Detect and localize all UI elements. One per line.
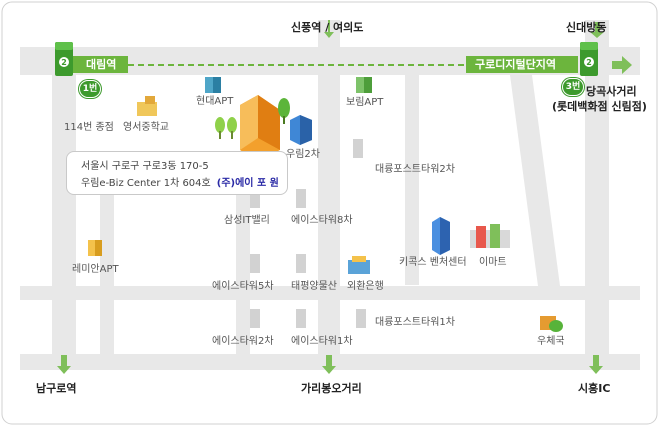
ace2-building-icon [250,309,260,328]
guro-station-icon: 2 [580,42,598,76]
arrow-up-east-icon [590,22,604,38]
sinpung-label: 신풍역 / 여의도 [291,21,364,34]
road-west [52,47,76,370]
company-name: (주)에이 포 원 [216,178,279,189]
emart-label: 이마트 [479,257,507,268]
taepyung-label: 태평양물산 [291,281,337,292]
ace8-label: 에이스타워8차 [291,215,353,226]
daerim-station-bar [70,56,128,73]
ace1-label: 에이스타워1차 [291,336,353,347]
svg-text:2: 2 [61,58,67,67]
ace8-building-icon [296,189,306,208]
daerim-station-label: 대림역 [86,58,117,71]
road-mid-low [20,286,640,300]
borim-apt-icon [356,77,372,93]
daerim-station-icon: 2 [55,42,73,76]
building-line: 우림e-Biz Center 1차 604호 (주)에이 포 원 [81,174,279,189]
arrow-down-east-icon [589,355,603,374]
bank-icon [348,256,370,274]
sindaebang-label: 신대방동 [566,21,607,34]
road-diagonal [510,75,560,286]
borim-apt-label: 보림APT [346,97,384,108]
arrow-up-center-icon [324,20,334,38]
svg-text:2: 2 [586,58,592,67]
gray-buildings [250,139,366,328]
road-east [585,20,609,370]
ace2-label: 에이스타워2차 [212,336,274,347]
kicox-building-icon [432,217,450,255]
garibong-label: 가리봉오거리 [301,382,362,395]
guro-digital-station-label: 구로디지털단지역 [475,58,556,71]
guro-exit-badge: 3번 [562,78,584,96]
taepyung-building-icon [296,254,306,273]
arrow-down-west-icon [57,355,71,374]
road-inner-center [236,160,250,358]
daeryung1-building-icon [356,309,366,328]
post-office-label: 우체국 [537,336,565,347]
ace1-building-icon [296,309,306,328]
daeryung1-label: 대륭포스트타워1차 [375,317,455,328]
road-center [318,20,340,370]
woorim2-building-icon [290,115,312,145]
samsung-it-building-icon [250,189,260,208]
lotte-label: (롯데백화점 신림점) [552,100,647,113]
woorim2-label: 우림2차 [286,149,320,160]
road-inner-west [100,160,114,358]
oehwan-bank-label: 외환은행 [347,281,384,292]
remian-apt-label: 레미안APT [72,264,119,275]
guro-station-bar [466,56,578,73]
direction-arrows [57,20,632,374]
kicox-label: 키콕스 벤처센터 [399,257,467,268]
youngseo-school-label: 영서중학교 [123,122,169,133]
remian-apt-icon [88,240,102,256]
jeomjeom-114-label: 114번 종점 [64,122,114,133]
post-office-icon [540,316,563,332]
emart-building-icon [470,224,510,248]
hyundai-apt-icon [205,77,221,93]
building-name: 우림e-Biz Center 1차 604호 [81,178,211,189]
address-line: 서울시 구로구 구로3동 170-5 [81,161,209,172]
namguro-label: 남구로역 [36,382,77,395]
danggok-label: 당곡사거리 [586,85,637,98]
ace5-building-icon [250,254,260,273]
hyundai-apt-label: 현대APT [196,96,234,107]
daerim-exit-badge: 1번 [79,80,101,98]
daeryung2-building-icon [353,139,363,158]
ace5-label: 에이스타워5차 [212,281,274,292]
school-icon [137,96,157,116]
samsung-it-label: 삼성IT밸리 [224,215,270,226]
daeryung2-label: 대륭포스트타워2차 [375,164,455,175]
address-callout: 서울시 구로구 구로3동 170-5 우림e-Biz Center 1차 604… [66,151,288,195]
road-inner-east [405,75,419,285]
arrow-right-east-icon [612,56,632,74]
siheung-label: 시흥IC [578,382,611,395]
arrow-down-center-icon [322,355,336,374]
woorim-highlight-building-icon [240,95,280,162]
tree-icon [215,98,290,139]
